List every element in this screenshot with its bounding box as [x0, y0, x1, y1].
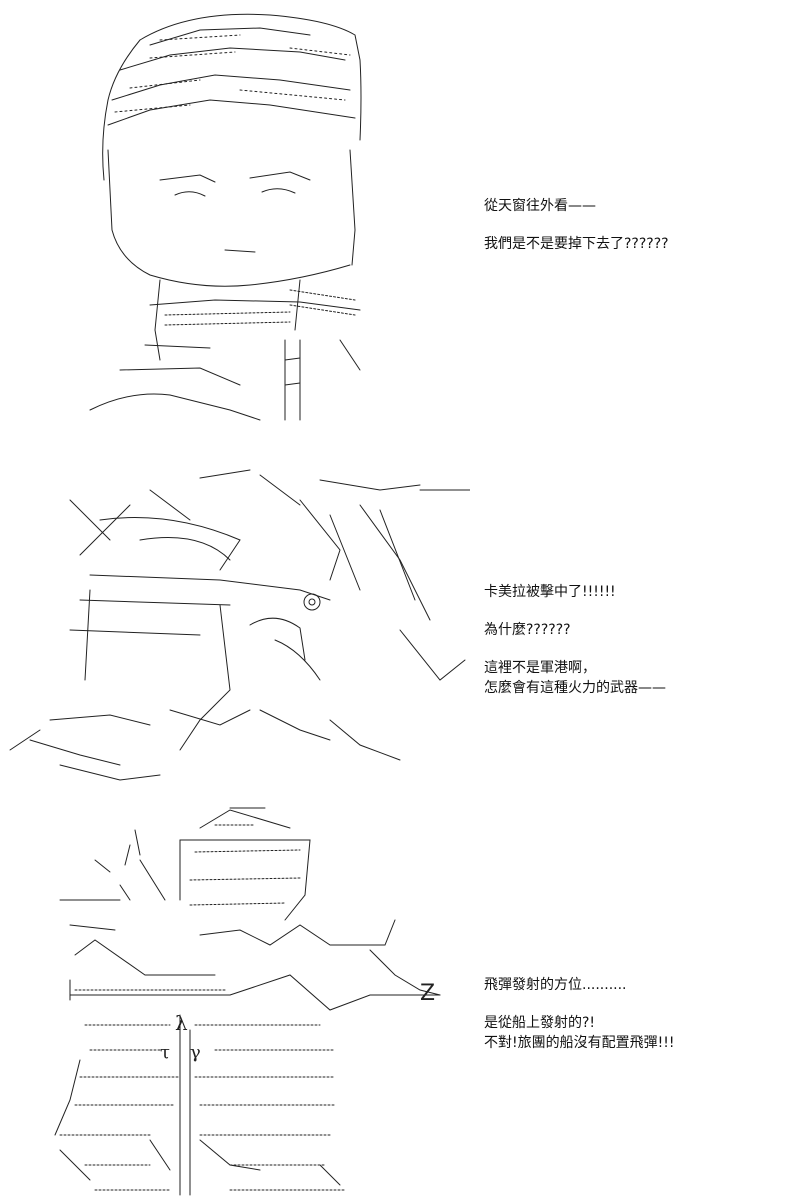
ascii-art-character-face: [0, 0, 470, 440]
dialogue-line: 飛彈發射的方位..........: [484, 977, 627, 993]
dialogue-line: 我們是不是要掉下去了??????: [484, 236, 669, 252]
dialogue-box-3: 飛彈發射的方位.......... 是從船上發射的?! 不對!旅團的船沒有配置飛…: [484, 975, 784, 1071]
svg-text:γ: γ: [190, 1042, 201, 1063]
dialogue-box-2: 卡美拉被擊中了!!!!!! 為什麼?????? 這裡不是軍港啊， 怎麼會有這種火…: [484, 582, 784, 716]
dialogue-line: 這裡不是軍港啊， 怎麼會有這種火力的武器——: [484, 660, 666, 696]
dialogue-line: 從天窗往外看——: [484, 198, 596, 214]
ascii-art-figure-back: λ τ γ Z: [0, 800, 470, 1200]
panel-1: 從天窗往外看—— 我們是不是要掉下去了??????: [0, 0, 800, 440]
dialogue-line: 是從船上發射的?! 不對!旅團的船沒有配置飛彈!!!: [484, 1015, 675, 1051]
svg-text:Z: Z: [420, 981, 435, 1006]
dialogue-line: 為什麼??????: [484, 622, 571, 638]
svg-text:λ: λ: [175, 1011, 188, 1035]
dialogue-line: 卡美拉被擊中了!!!!!!: [484, 584, 616, 600]
dialogue-box-1: 從天窗往外看—— 我們是不是要掉下去了??????: [484, 196, 784, 272]
ascii-art-creature-hit: [0, 460, 470, 790]
panel-2: 卡美拉被擊中了!!!!!! 為什麼?????? 這裡不是軍港啊， 怎麼會有這種火…: [0, 460, 800, 790]
panel-3: λ τ γ Z 飛彈發射的方位.......... 是從船上發射的?! 不對!旅…: [0, 800, 800, 1200]
svg-text:τ: τ: [160, 1042, 170, 1063]
